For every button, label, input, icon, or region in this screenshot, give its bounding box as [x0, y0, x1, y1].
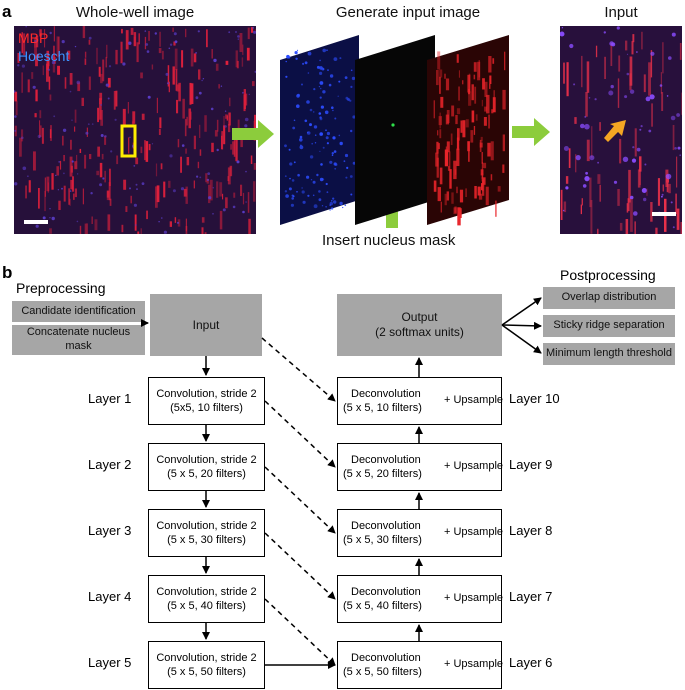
- conv-box-line2: (5 x 5, 50 filters): [167, 666, 246, 678]
- conv-box-line1: Convolution, stride 2: [156, 387, 257, 400]
- preprocessing-candidate-identification: Candidate identification: [12, 301, 145, 322]
- green-arrow-right-1: [232, 120, 274, 148]
- encoder-conv-box: Convolution, stride 2 (5 x 5, 50 filters): [148, 641, 265, 689]
- nucleus-mask-dot: [391, 123, 395, 127]
- panel-b-label: b: [2, 263, 13, 282]
- deconv-box-line2: (5 x 5, 50 filters): [343, 666, 422, 678]
- deconv-box-line1: Deconvolution: [351, 519, 421, 532]
- deconv-box-line2: (5 x 5, 20 filters): [343, 468, 422, 480]
- whole-well-title: Whole-well image: [75, 4, 195, 21]
- conv-box-line2: (5 x 5, 40 filters): [167, 600, 246, 612]
- deconv-box-line2: (5 x 5, 40 filters): [343, 600, 422, 612]
- deconv-box-line1: Deconvolution: [351, 453, 421, 466]
- insert-nucleus-mask-caption: Insert nucleus mask: [322, 232, 456, 249]
- conv-box-line2: (5x5, 10 filters): [170, 402, 243, 414]
- skip-connection: [264, 598, 336, 666]
- decoder-deconv-box: Deconvolution (5 x 5, 30 filters): [337, 509, 502, 557]
- postprocessing-sticky-ridge: Sticky ridge separation: [543, 315, 675, 337]
- decoder-deconv-box: Deconvolution (5 x 5, 20 filters): [337, 443, 502, 491]
- deconv-box-line2: (5 x 5, 10 filters): [343, 402, 422, 414]
- decoder-deconv-box: Deconvolution (5 x 5, 50 filters): [337, 641, 502, 689]
- encoder-conv-box: Convolution, stride 2 (5 x 5, 30 filters): [148, 509, 265, 557]
- legend-mbp: MBP: [18, 30, 49, 46]
- encoder-layer-label: Layer 1: [88, 391, 132, 406]
- conv-box-line1: Convolution, stride 2: [156, 519, 257, 532]
- decoder-layer-label: Layer 9: [509, 457, 553, 472]
- encoder-conv-box: Convolution, stride 2 (5 x 5, 20 filters): [148, 443, 265, 491]
- skip-input-to-layer10: [261, 337, 336, 402]
- encoder-layer-label: Layer 5: [88, 655, 132, 670]
- conv-box-line2: (5 x 5, 30 filters): [167, 534, 246, 546]
- arrow-out-post-3: [501, 324, 542, 354]
- deconv-box-line2: (5 x 5, 30 filters): [343, 534, 422, 546]
- skip-connection: [264, 466, 336, 534]
- conv-box-line1: Convolution, stride 2: [156, 453, 257, 466]
- decoder-layer-label: Layer 6: [509, 655, 553, 670]
- input-image: [560, 26, 682, 234]
- panel-a-label: a: [2, 2, 12, 21]
- encoder-conv-box: Convolution, stride 2 (5x5, 10 filters): [148, 377, 265, 425]
- whole-well-texture: [14, 26, 256, 234]
- decoder-deconv-box: Deconvolution (5 x 5, 10 filters): [337, 377, 502, 425]
- preprocessing-title: Preprocessing: [16, 280, 106, 296]
- output-node: Output (2 softmax units): [337, 294, 502, 356]
- deconv-box-line1: Deconvolution: [351, 585, 421, 598]
- skip-connection: [264, 400, 336, 468]
- decoder-layer-label: Layer 7: [509, 589, 553, 604]
- encoder-layer-label: Layer 2: [88, 457, 132, 472]
- upsample-label: + Upsample: [444, 592, 504, 604]
- postprocessing-title: Postprocessing: [560, 267, 656, 283]
- scale-bar-input: [652, 212, 676, 216]
- orange-arrow: [604, 120, 626, 142]
- skip-connection: [264, 532, 336, 600]
- upsample-label: + Upsample: [444, 394, 504, 406]
- postprocessing-min-length: Minimum length threshold: [543, 343, 675, 365]
- channel-stack: [280, 35, 509, 226]
- generate-input-title: Generate input image: [335, 4, 481, 21]
- deconv-box-line1: Deconvolution: [351, 387, 421, 400]
- encoder-conv-box: Convolution, stride 2 (5 x 5, 40 filters): [148, 575, 265, 623]
- conv-box-line1: Convolution, stride 2: [156, 651, 257, 664]
- arrow-out-post-2: [501, 321, 542, 330]
- arrow-out-post-1: [501, 297, 542, 326]
- decoder-layer-label: Layer 8: [509, 523, 553, 538]
- conv-box-line1: Convolution, stride 2: [156, 585, 257, 598]
- input-node: Input: [150, 294, 262, 356]
- legend-hoechst: Hoescht: [18, 48, 70, 64]
- input-title: Input: [604, 4, 638, 21]
- mask-channel-panel: [355, 35, 435, 225]
- decoder-deconv-box: Deconvolution (5 x 5, 40 filters): [337, 575, 502, 623]
- encoder-layer-label: Layer 3: [88, 523, 132, 538]
- green-arrow-right-2: [512, 118, 550, 146]
- upsample-label: + Upsample: [444, 460, 504, 472]
- preprocessing-concatenate-mask: Concatenate nucleus mask: [12, 325, 145, 355]
- upsample-label: + Upsample: [444, 526, 504, 538]
- conv-box-line2: (5 x 5, 20 filters): [167, 468, 246, 480]
- whole-well-image: MBP Hoescht: [14, 26, 256, 234]
- input-texture: [560, 26, 682, 234]
- scale-bar: [24, 220, 48, 224]
- upsample-label: + Upsample: [444, 658, 504, 670]
- region-highlight-box: [120, 124, 137, 158]
- deconv-box-line1: Deconvolution: [351, 651, 421, 664]
- encoder-layer-label: Layer 4: [88, 589, 132, 604]
- decoder-layer-label: Layer 10: [509, 391, 560, 406]
- postprocessing-overlap-distribution: Overlap distribution: [543, 287, 675, 309]
